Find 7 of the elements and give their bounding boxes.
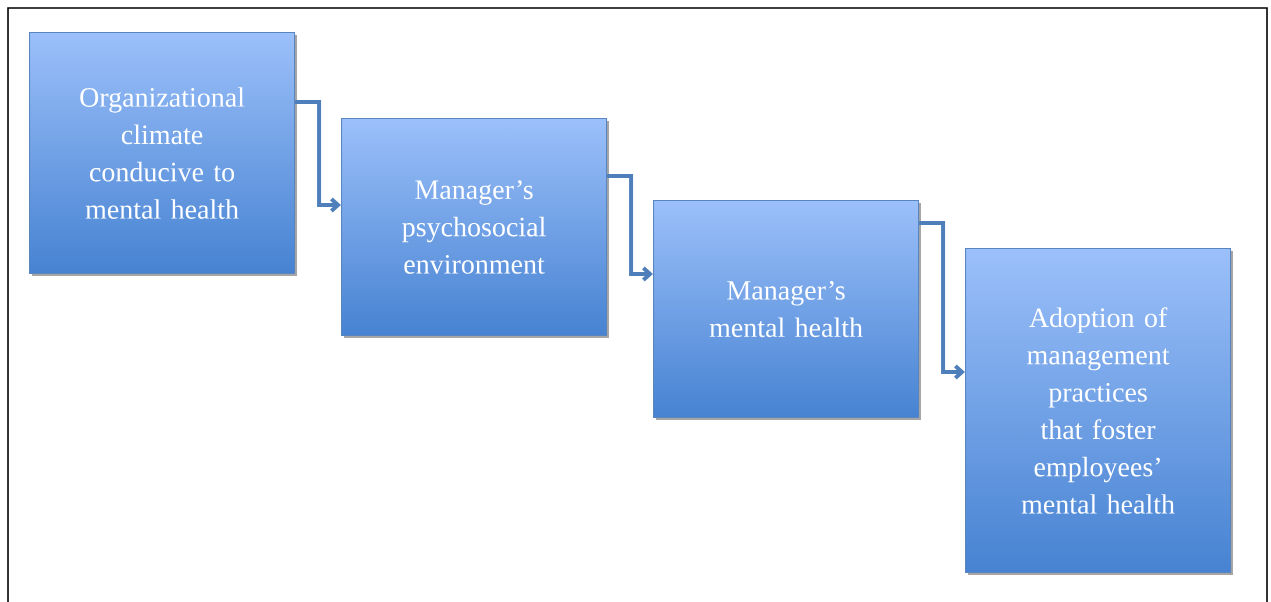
- elbow-arrow: [919, 221, 965, 380]
- process-box: Manager’s mental health: [653, 200, 921, 420]
- process-box: Organizational climate conducive to mental health: [29, 32, 297, 276]
- elbow-arrow: [295, 100, 341, 213]
- elbow-arrow: [607, 174, 653, 282]
- process-box: Adoption of management practices that foster employees’ mental health: [965, 248, 1233, 575]
- process-box: Manager’s psychosocial environment: [341, 118, 609, 338]
